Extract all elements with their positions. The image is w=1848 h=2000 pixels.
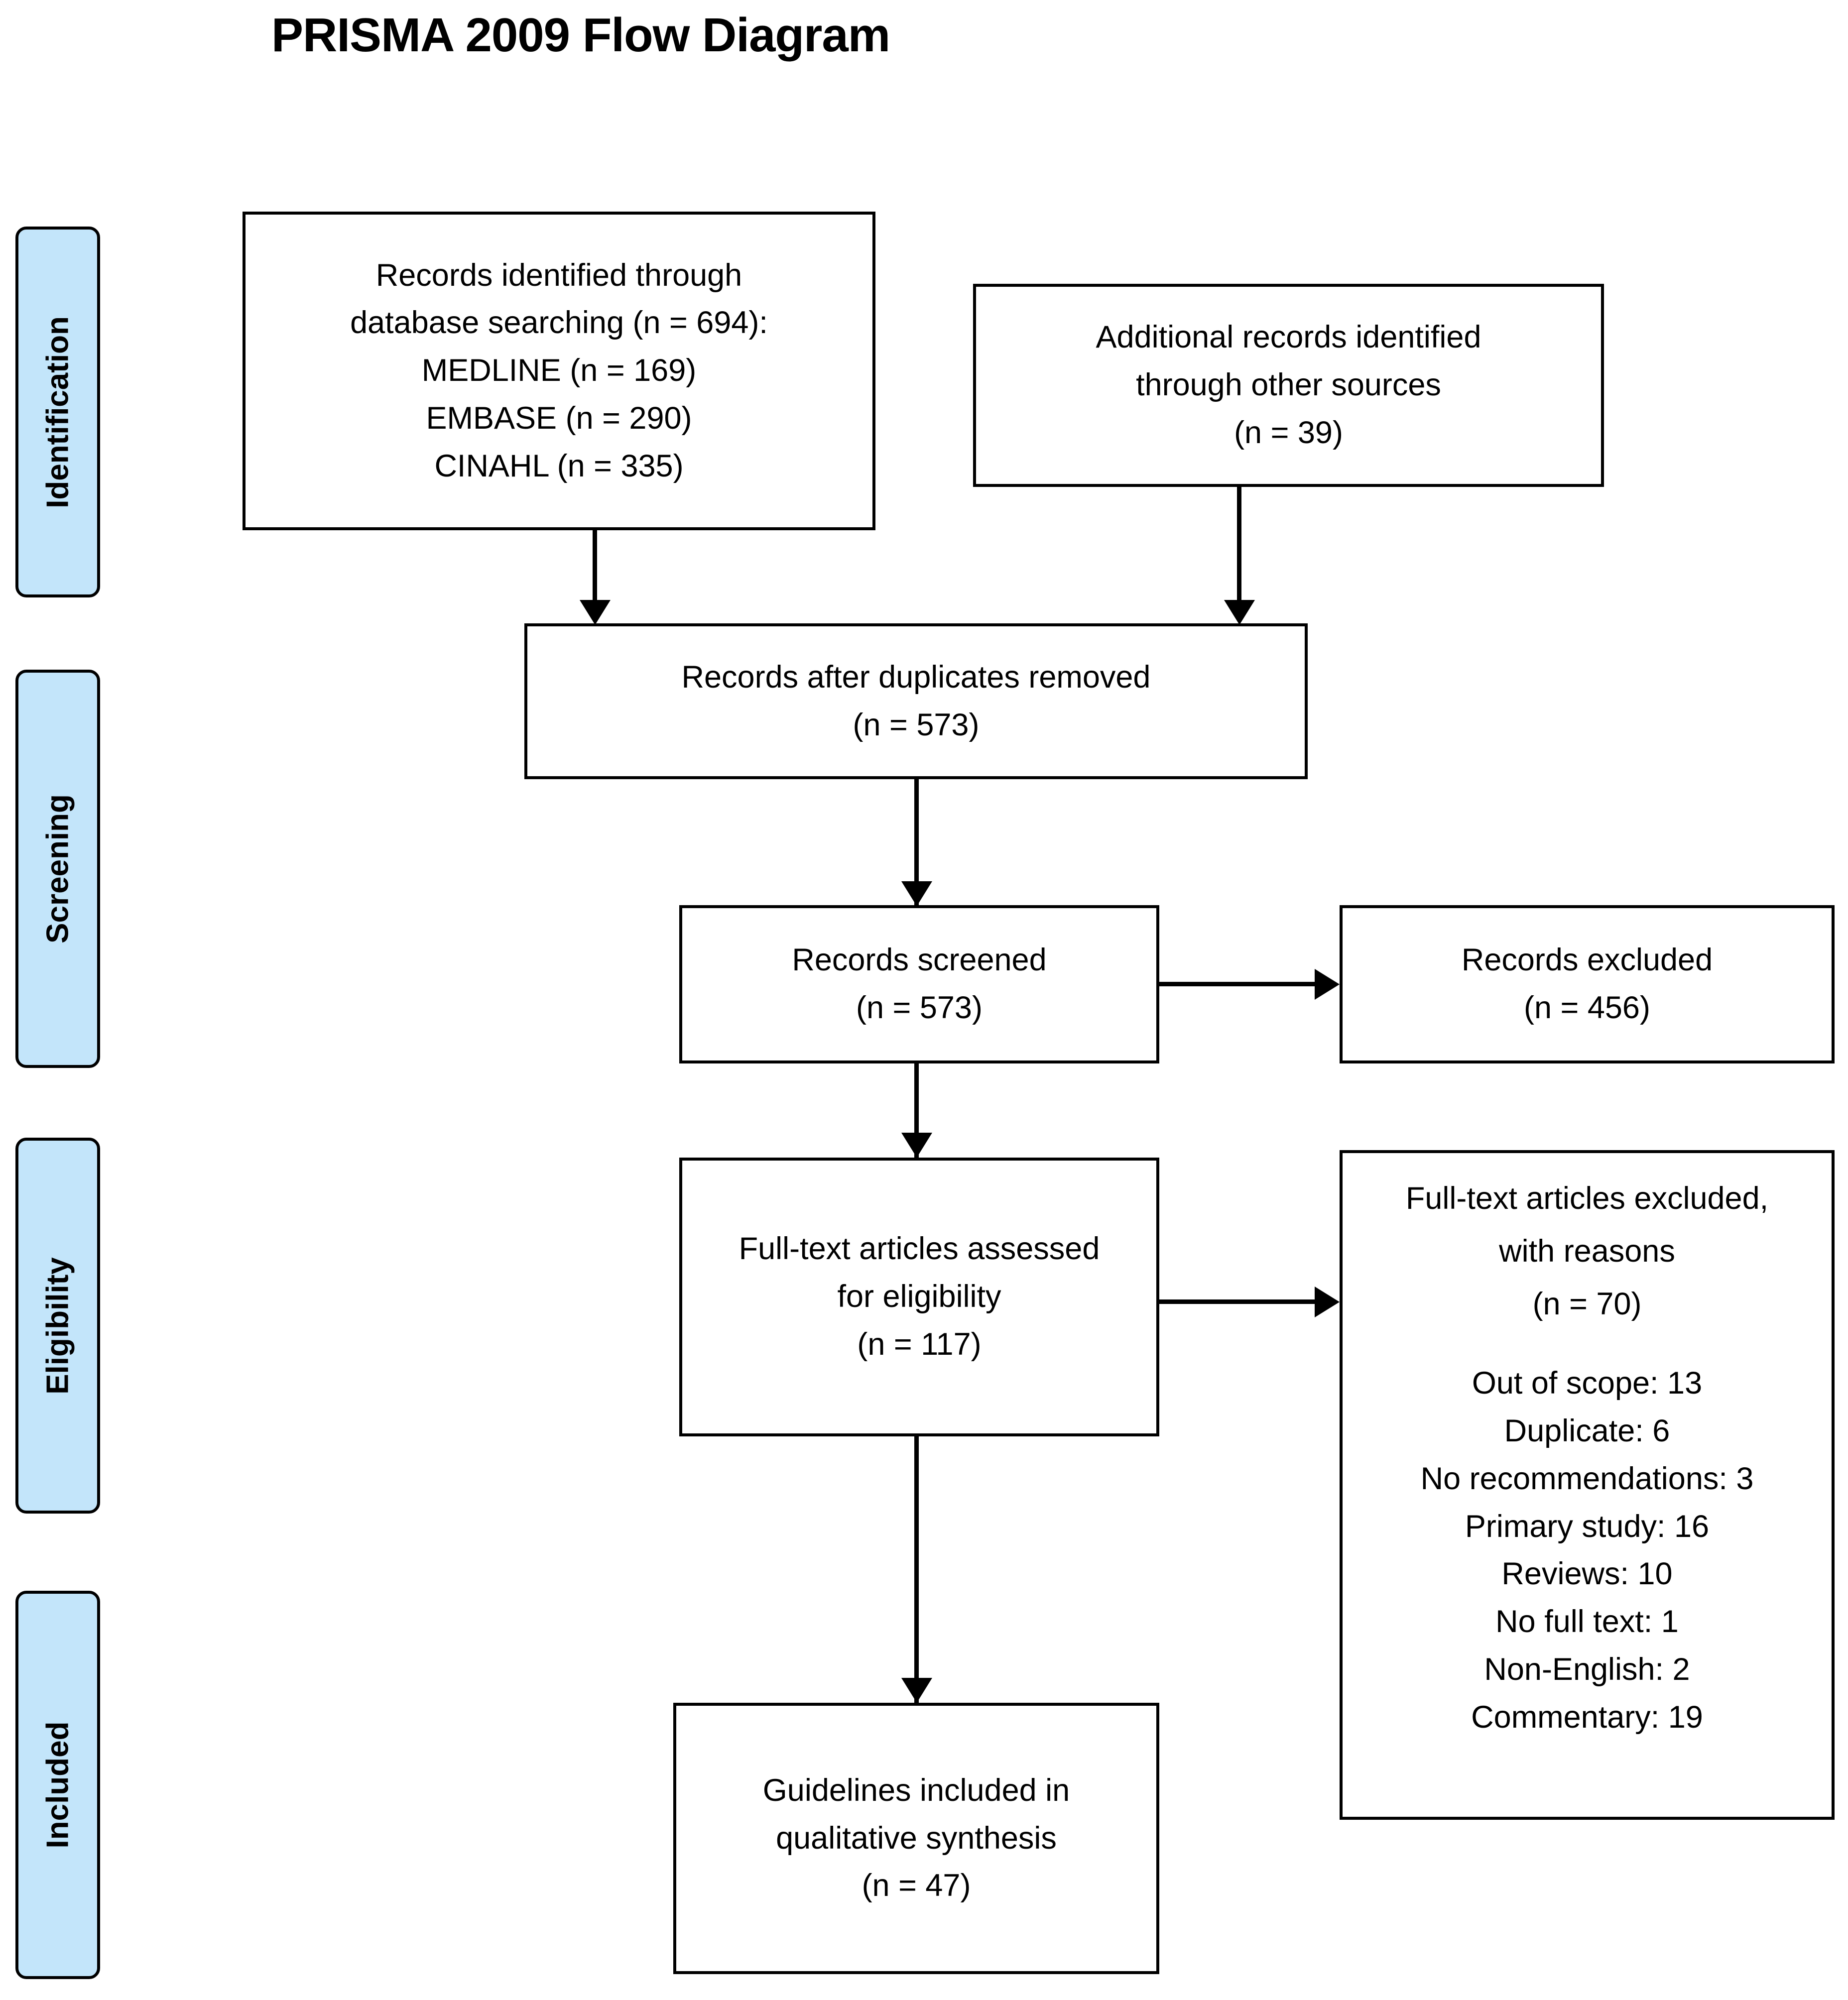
stage-tab-included: Included (15, 1591, 100, 1979)
exclusion-reason-primary-study: Primary study: 16 (1465, 1509, 1710, 1544)
stage-tab-eligibility: Eligibility (15, 1138, 100, 1514)
arrowhead-fulltext-to-excluded (1315, 1287, 1340, 1317)
screened-line-1: Records screened (792, 942, 1047, 978)
stage-tab-identification: Identification (15, 227, 100, 597)
db-search-line-2: database searching (n = 694): (350, 305, 768, 341)
fulltext-articles-excluded-box: Full-text articles excluded, with reason… (1340, 1150, 1835, 1820)
connector-duplicates-to-screened (914, 779, 919, 905)
connector-fulltext-to-excluded (1159, 1299, 1320, 1304)
fulltext-excluded-line-3: (n = 70) (1532, 1286, 1642, 1321)
db-search-line-3: MEDLINE (n = 169) (421, 353, 697, 388)
connector-screened-to-excluded (1159, 982, 1320, 986)
db-search-line-5: CINAHL (n = 335) (434, 448, 684, 483)
exclusion-reason-commentary: Commentary: 19 (1471, 1699, 1703, 1735)
records-excluded-box: Records excluded (n = 456) (1340, 905, 1835, 1063)
stage-tab-screening-label: Screening (40, 794, 75, 943)
fulltext-excluded-line-1: Full-text articles excluded, (1405, 1181, 1769, 1216)
page-title: PRISMA 2009 Flow Diagram (271, 8, 890, 62)
guidelines-included-box: Guidelines included in qualitative synth… (673, 1703, 1159, 1974)
connector-db-search-to-duplicates (593, 530, 597, 606)
exclusion-reason-duplicate: Duplicate: 6 (1504, 1413, 1670, 1448)
exclusion-reason-no-recommendations: No recommendations: 3 (1420, 1461, 1754, 1496)
additional-records-other-sources-box: Additional records identified through ot… (973, 284, 1604, 487)
other-sources-line-3: (n = 39) (1234, 415, 1343, 450)
arrowhead-other-sources-to-duplicates (1224, 600, 1255, 625)
records-after-duplicates-removed-box: Records after duplicates removed (n = 57… (524, 623, 1308, 779)
connector-fulltext-to-included (914, 1436, 919, 1703)
excluded-line-2: (n = 456) (1524, 990, 1650, 1025)
arrowhead-screened-to-excluded (1315, 969, 1340, 1000)
db-search-line-1: Records identified through (375, 257, 742, 293)
screened-line-2: (n = 573) (856, 990, 983, 1025)
included-line-2: qualitative synthesis (776, 1820, 1057, 1856)
exclusion-reason-reviews: Reviews: 10 (1501, 1556, 1673, 1592)
connector-other-sources-to-duplicates (1237, 487, 1241, 606)
exclusion-reason-non-english: Non-English: 2 (1484, 1651, 1690, 1687)
fulltext-assessed-line-1: Full-text articles assessed (739, 1231, 1100, 1267)
fulltext-excluded-line-2: with reasons (1499, 1233, 1675, 1269)
db-search-line-4: EMBASE (n = 290) (426, 400, 692, 436)
records-screened-box: Records screened (n = 573) (679, 905, 1159, 1063)
records-identified-database-box: Records identified through database sear… (243, 212, 875, 530)
stage-tab-included-label: Included (40, 1721, 75, 1849)
arrowhead-duplicates-to-screened (901, 881, 932, 906)
arrowhead-screened-to-fulltext (901, 1133, 932, 1158)
fulltext-assessed-line-2: for eligibility (837, 1279, 1001, 1314)
included-line-1: Guidelines included in (762, 1772, 1070, 1808)
included-line-3: (n = 47) (862, 1868, 971, 1903)
fulltext-assessed-line-3: (n = 117) (857, 1326, 982, 1362)
connector-screened-to-fulltext (914, 1063, 919, 1158)
arrowhead-db-search-to-duplicates (580, 600, 611, 625)
exclusion-reason-no-full-text: No full text: 1 (1495, 1604, 1679, 1639)
duplicates-line-1: Records after duplicates removed (681, 659, 1151, 695)
fulltext-articles-assessed-box: Full-text articles assessed for eligibil… (679, 1158, 1159, 1436)
other-sources-line-2: through other sources (1136, 367, 1441, 403)
stage-tab-screening: Screening (15, 670, 100, 1068)
duplicates-line-2: (n = 573) (853, 707, 980, 742)
arrowhead-fulltext-to-included (901, 1678, 932, 1703)
excluded-line-1: Records excluded (1461, 942, 1713, 978)
stage-tab-eligibility-label: Eligibility (40, 1257, 75, 1395)
stage-tab-identification-label: Identification (40, 316, 75, 508)
other-sources-line-1: Additional records identified (1096, 320, 1481, 355)
exclusion-reason-out-of-scope: Out of scope: 13 (1472, 1366, 1703, 1401)
